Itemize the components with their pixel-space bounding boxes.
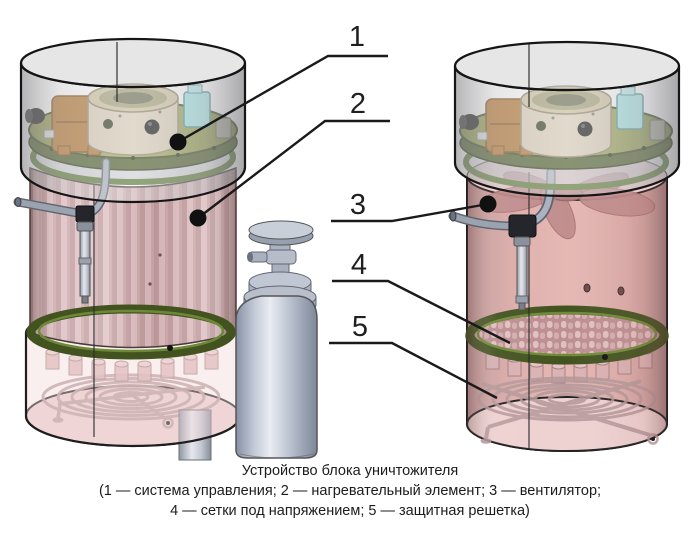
figure-caption: Устройство блока уничтожителя (1 — систе… — [0, 461, 700, 521]
pipe-open-end — [449, 210, 457, 222]
callout-2-dot — [189, 209, 207, 227]
callout-4-number: 4 — [351, 249, 367, 281]
right-view — [448, 40, 681, 452]
callout-1-dot — [169, 133, 187, 151]
cylinder-body — [235, 295, 318, 459]
protective-grille-left — [41, 373, 221, 429]
caption-legend-line-1: (1 — система управления; 2 — нагреватель… — [98, 483, 602, 499]
callout-2-leader — [197, 119, 390, 219]
support-pole — [178, 409, 212, 461]
callout-3-leader — [331, 202, 489, 223]
tube-tip — [518, 302, 526, 311]
callout-2: 2 — [189, 88, 390, 227]
callout-5-leader — [329, 341, 498, 400]
callout-3: 3 — [331, 189, 497, 223]
pipe-open-end — [14, 197, 22, 207]
grid-ring-left — [26, 304, 236, 360]
grille-eyelet — [162, 417, 174, 429]
heater-rivet — [148, 282, 152, 286]
callout-3-number: 3 — [350, 189, 366, 221]
callout-3-dot — [479, 195, 497, 213]
left-view — [13, 37, 247, 461]
down-tube — [516, 236, 528, 302]
gas-cylinder — [235, 220, 318, 459]
tube-tip — [81, 295, 89, 304]
heater-rivet — [158, 253, 162, 257]
callout-1-leader — [177, 54, 388, 144]
caption-legend-line-2: 4 — сетки под напряжением; 5 — защитная … — [170, 503, 530, 519]
glass-top-lid — [19, 37, 247, 89]
callout-5-number: 5 — [352, 311, 368, 343]
cylinder-valve — [247, 220, 314, 279]
callout-2-number: 2 — [350, 88, 366, 120]
callout-5: 5 — [329, 311, 498, 400]
callouts: 1 2 3 4 5 — [169, 21, 511, 400]
ring-bolt — [167, 345, 173, 351]
glass-top-lid — [453, 40, 681, 92]
callout-4: 4 — [332, 249, 511, 345]
glass-casing-right — [453, 40, 681, 198]
callout-1: 1 — [169, 21, 388, 151]
callout-1-number: 1 — [349, 21, 365, 53]
caption-title: Устройство блока уничтожителя — [241, 463, 459, 479]
callout-4-leader — [332, 279, 511, 345]
glass-casing-left — [19, 37, 247, 204]
grille-eyelet-hole — [166, 421, 170, 425]
pipe-tee-fitting — [508, 214, 537, 238]
pipe-tee-fitting — [75, 205, 95, 223]
